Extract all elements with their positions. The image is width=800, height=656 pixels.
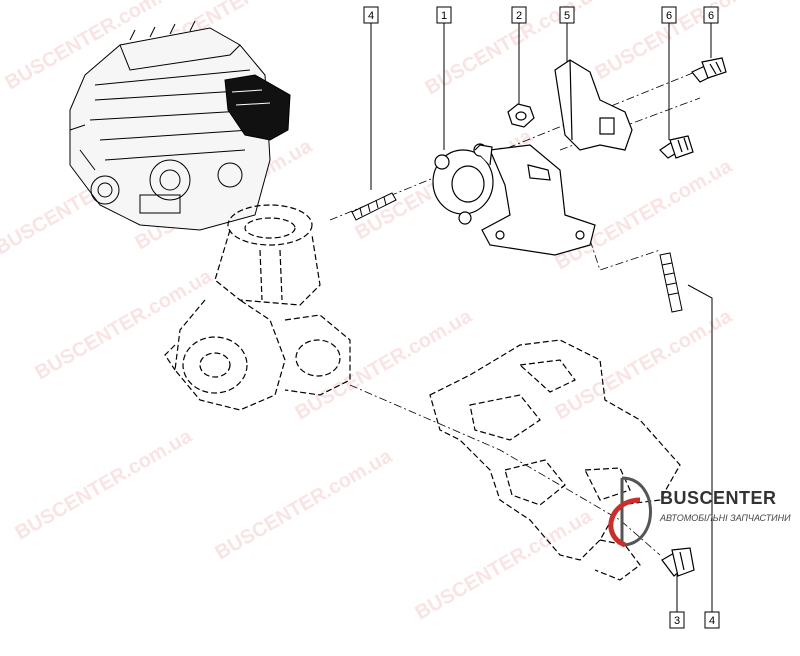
bracket-part-5 xyxy=(554,59,633,151)
callout-3: 3 xyxy=(669,611,685,629)
callout-5: 5 xyxy=(559,6,575,24)
watermark-text: BUSCENTER.com.ua xyxy=(12,425,197,545)
watermark-text: BUSCENTER.com.ua xyxy=(292,305,477,425)
stud-part-4 xyxy=(351,192,397,221)
callout-4-top: 4 xyxy=(363,6,379,24)
stud-part-4-lower xyxy=(659,252,683,313)
callout-6-left: 6 xyxy=(661,6,677,24)
bolt-part-6-right xyxy=(691,57,727,83)
callout-label: 2 xyxy=(516,10,522,22)
callout-label: 4 xyxy=(368,10,374,22)
logo-subtitle: АВТОМОБІЛЬНІ ЗАПЧАСТИНИ xyxy=(660,513,791,523)
bolt-part-6-left xyxy=(659,135,694,159)
logo-name: BUSCENTER xyxy=(660,488,777,508)
watermark-text: BUSCENTER.com.ua xyxy=(32,265,217,385)
watermark-text: BUSCENTER.com.ua xyxy=(212,445,397,565)
engine-thumbnail xyxy=(69,20,291,231)
watermark-text: BUSCENTER.com.ua xyxy=(552,155,737,275)
callout-label: 6 xyxy=(708,10,714,22)
bolt-part-3 xyxy=(661,547,695,577)
outlet-elbow-part-1 xyxy=(432,143,596,256)
callout-label: 3 xyxy=(674,615,680,627)
watermark-text: BUSCENTER.com.ua xyxy=(412,505,597,625)
callout-4-bottom: 4 xyxy=(704,611,720,629)
callout-label: 5 xyxy=(564,10,570,22)
logo-mark xyxy=(608,476,652,548)
watermark-text: BUSCENTER.com.ua xyxy=(592,0,777,84)
callout-6-right: 6 xyxy=(703,6,719,24)
callout-label: 4 xyxy=(709,615,715,627)
callout-label: 1 xyxy=(441,10,447,22)
callout-label: 6 xyxy=(666,10,672,22)
watermark-text: BUSCENTER.com.ua xyxy=(552,305,737,425)
leader-lines xyxy=(370,23,713,612)
turbocharger-dashed xyxy=(164,204,351,411)
callout-1: 1 xyxy=(436,6,452,24)
nut-part-2 xyxy=(507,103,535,128)
callout-2: 2 xyxy=(511,6,527,24)
